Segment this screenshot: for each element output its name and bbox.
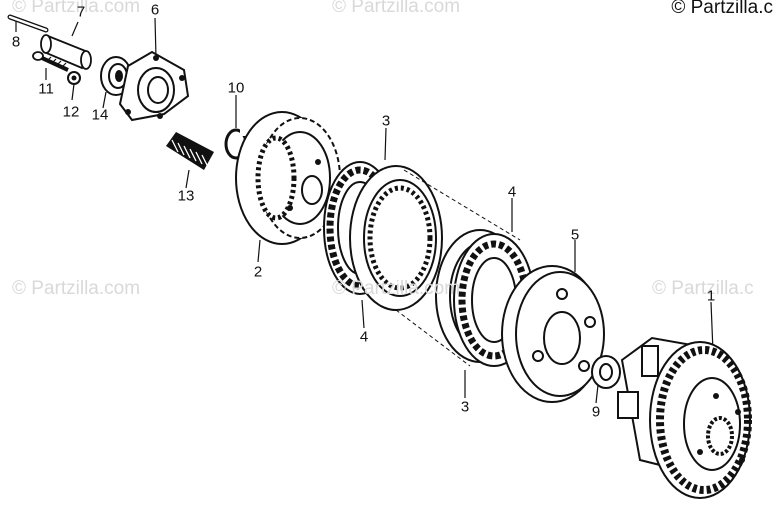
- stack-outline: [395, 169, 521, 367]
- watermark-top-left: © Partzilla.com: [12, 0, 141, 17]
- copyright-notice: © Partzilla.c: [671, 0, 773, 18]
- pressure-plate-part-5: [501, 265, 605, 403]
- callout-4-lower: 4: [359, 328, 369, 346]
- watermark-mid-right: © Partzilla.c: [652, 278, 754, 299]
- watermark-top-center: © Partzilla.com: [332, 0, 461, 17]
- lifter-plate-part-6: [118, 50, 190, 122]
- washer-part-9: [591, 355, 621, 389]
- callout-3-lower: 3: [460, 398, 470, 416]
- drive-gear-part-2: [235, 111, 341, 245]
- callout-9: 9: [591, 403, 601, 421]
- callout-7: 7: [76, 3, 86, 21]
- callout-4-upper: 4: [507, 183, 517, 201]
- callout-14: 14: [91, 106, 109, 124]
- callout-5: 5: [570, 226, 580, 244]
- pin-part-8: [7, 14, 49, 33]
- bolt-part-11: [32, 51, 69, 72]
- callout-2: 2: [253, 263, 263, 281]
- callout-3-upper: 3: [381, 112, 391, 130]
- callout-1: 1: [706, 287, 716, 305]
- washer-part-12: [67, 71, 81, 85]
- shaft-part-7: [40, 34, 92, 70]
- callout-13: 13: [177, 187, 195, 205]
- callout-8: 8: [11, 33, 21, 51]
- callout-12: 12: [62, 103, 80, 121]
- plain-plate-part-4-lower: [349, 165, 443, 311]
- clutch-outer-part-1: [617, 336, 752, 499]
- callout-11: 11: [38, 80, 54, 98]
- spring-part-13: [166, 132, 214, 170]
- watermark-mid-left: © Partzilla.com: [12, 278, 141, 299]
- callout-10: 10: [227, 79, 245, 97]
- watermark-mid-center: © Partzilla.com: [332, 278, 461, 299]
- callout-6: 6: [150, 1, 160, 19]
